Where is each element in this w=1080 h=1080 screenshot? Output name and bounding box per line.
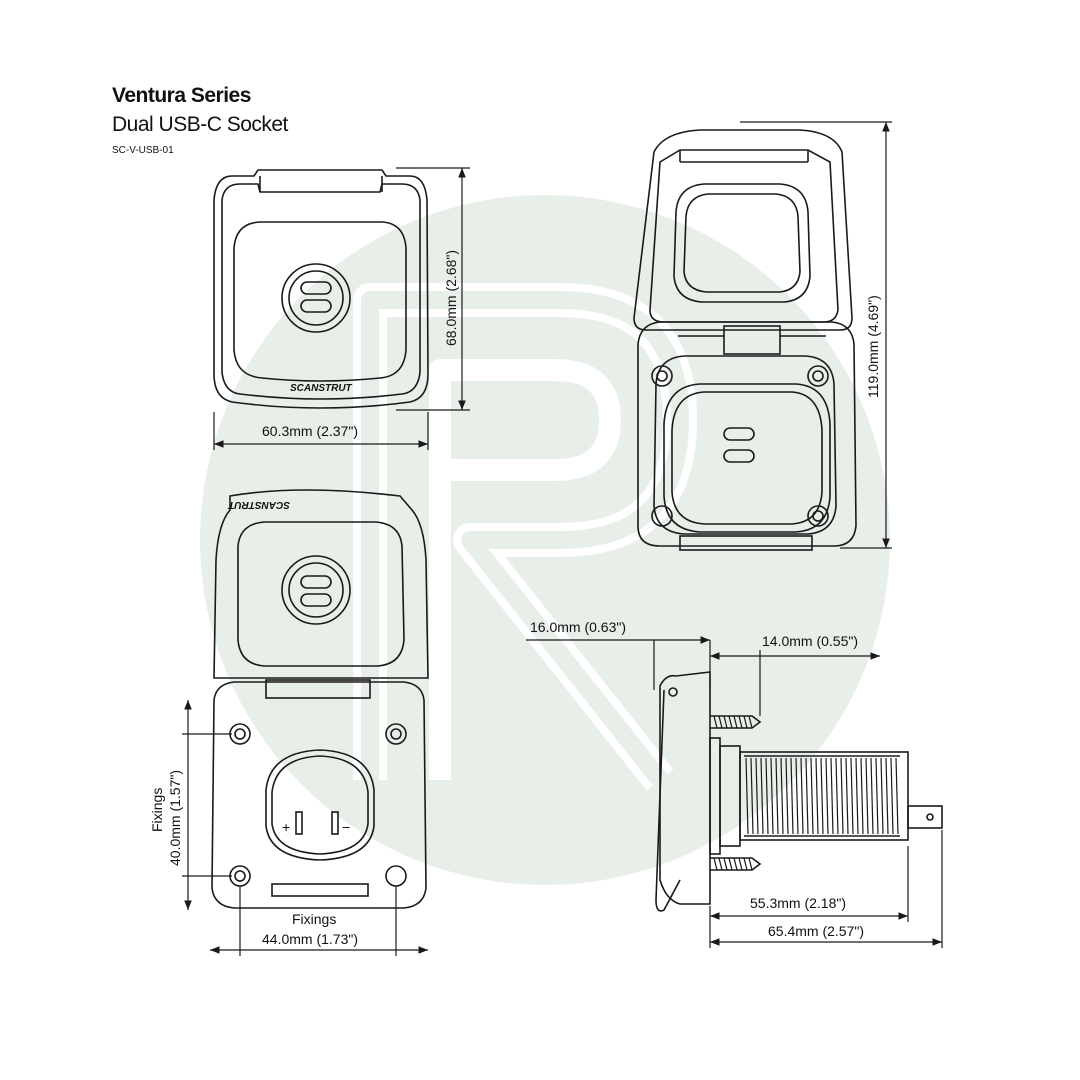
side-thread xyxy=(713,715,899,871)
thread-ridge xyxy=(800,757,804,835)
screw-top-thread xyxy=(718,715,723,729)
screw-top-thread xyxy=(723,715,728,729)
thread-ridge xyxy=(780,757,784,835)
thread-ridge xyxy=(770,757,774,835)
thread-ridge xyxy=(845,757,849,835)
thread-ridge xyxy=(880,757,884,835)
dim-screw-length: 14.0mm (0.55") xyxy=(762,633,858,649)
screw-top-thread xyxy=(743,715,748,729)
screw-top-thread xyxy=(713,715,718,729)
screw-bottom-thread xyxy=(718,857,723,871)
dim-height-open: 119.0mm (4.69") xyxy=(865,295,881,398)
fixings-label-horizontal: Fixings xyxy=(292,911,336,927)
fixings-label-vertical: Fixings xyxy=(149,788,165,832)
brand-mark-rear: SCANSTRUT xyxy=(227,499,290,510)
screw-top-thread xyxy=(748,715,753,729)
screw-bottom-thread xyxy=(738,857,743,871)
dim-height-closed: 68.0mm (2.68") xyxy=(443,250,459,346)
thread-ridge xyxy=(840,757,844,835)
terminal-positive: + xyxy=(282,819,290,835)
thread-ridge xyxy=(790,757,794,835)
dimension-lines xyxy=(182,121,943,956)
dim-fixings-horizontal: 44.0mm (1.73") xyxy=(262,931,358,947)
side-view xyxy=(655,671,943,912)
thread-ridge xyxy=(760,757,764,835)
screw-bottom-thread xyxy=(723,857,728,871)
dim-total-depth: 65.4mm (2.57") xyxy=(768,923,864,939)
thread-ridge xyxy=(805,757,809,835)
dim-bezel-depth: 16.0mm (0.63") xyxy=(530,619,626,635)
thread-ridge xyxy=(860,757,864,835)
thread-ridge xyxy=(745,757,749,835)
screw-bottom-thread xyxy=(748,857,753,871)
thread-ridge xyxy=(875,757,879,835)
screw-bottom-thread xyxy=(728,857,733,871)
thread-ridge xyxy=(820,757,824,835)
thread-ridge xyxy=(890,757,894,835)
dim-body-depth: 55.3mm (2.18") xyxy=(750,895,846,911)
thread-ridge xyxy=(755,757,759,835)
front-view-open xyxy=(633,129,857,551)
watermark-logo xyxy=(200,195,890,885)
screw-bottom-thread xyxy=(743,857,748,871)
thread-ridge xyxy=(795,757,799,835)
screw-top-thread xyxy=(728,715,733,729)
dim-fixings-vertical: 40.0mm (1.57") xyxy=(167,770,183,866)
thread-ridge xyxy=(785,757,789,835)
thread-ridge xyxy=(895,757,899,835)
thread-ridge xyxy=(815,757,819,835)
screw-top-thread xyxy=(733,715,738,729)
terminal-negative: − xyxy=(342,819,350,835)
brand-mark-front: SCANSTRUT xyxy=(290,383,353,394)
thread-ridge xyxy=(765,757,769,835)
dim-width: 60.3mm (2.37") xyxy=(262,423,358,439)
screw-bottom-thread xyxy=(733,857,738,871)
thread-ridge xyxy=(825,757,829,835)
thread-ridge xyxy=(835,757,839,835)
thread-ridge xyxy=(775,757,779,835)
thread-ridge xyxy=(810,757,814,835)
thread-ridge xyxy=(865,757,869,835)
thread-ridge xyxy=(750,757,754,835)
screw-bottom-thread xyxy=(713,857,718,871)
thread-ridge xyxy=(885,757,889,835)
front-view-closed xyxy=(213,169,429,409)
thread-ridge xyxy=(830,757,834,835)
thread-ridge xyxy=(870,757,874,835)
rear-view xyxy=(211,489,429,909)
screw-top-thread xyxy=(738,715,743,729)
series-title: Ventura Series xyxy=(112,84,251,107)
thread-ridge xyxy=(850,757,854,835)
thread-ridge xyxy=(855,757,859,835)
product-code: SC-V-USB-01 xyxy=(112,145,174,156)
product-name: Dual USB-C Socket xyxy=(112,113,288,136)
